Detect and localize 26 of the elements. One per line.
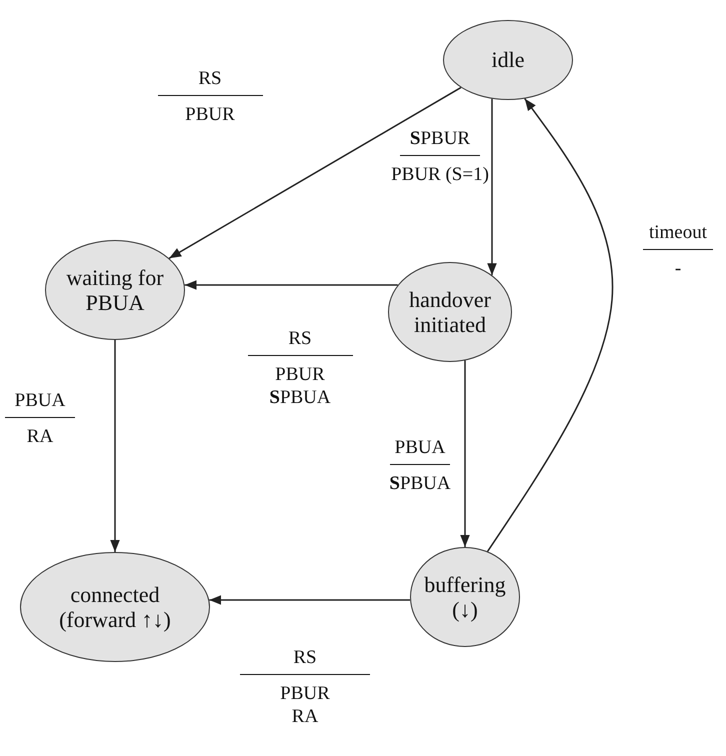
- arrow: [487, 98, 497, 276]
- action-label: PBUR: [185, 104, 235, 128]
- event-label: RS: [198, 68, 222, 91]
- state-name: connected (forward ↑↓): [58, 582, 172, 632]
- event-label: RS: [288, 328, 312, 351]
- arrow: [168, 86, 462, 259]
- event-label: PBUA: [394, 437, 446, 460]
- state-name: waiting for PBUA: [65, 264, 165, 316]
- arrow: [486, 98, 614, 552]
- state-name: handover initiated: [408, 286, 492, 338]
- action-label: PBUR SPBUA: [269, 364, 331, 410]
- state-name: idle: [490, 47, 526, 73]
- arrow: [209, 595, 410, 605]
- action-label: RA: [26, 426, 54, 450]
- action-label: PBUR (S=1): [391, 164, 489, 188]
- event-label: PBUA: [14, 390, 66, 413]
- arrow: [460, 360, 470, 547]
- event-label: RS: [293, 647, 317, 670]
- action-label: -: [674, 258, 682, 282]
- state-name: buffering (↓): [423, 572, 507, 622]
- arrow: [184, 280, 398, 290]
- event-label: timeout: [648, 222, 708, 245]
- action-label: PBUR RA: [280, 683, 330, 729]
- action-label: SPBUA: [389, 473, 451, 496]
- event-label: SPBUR: [410, 128, 470, 151]
- arrow: [110, 340, 120, 552]
